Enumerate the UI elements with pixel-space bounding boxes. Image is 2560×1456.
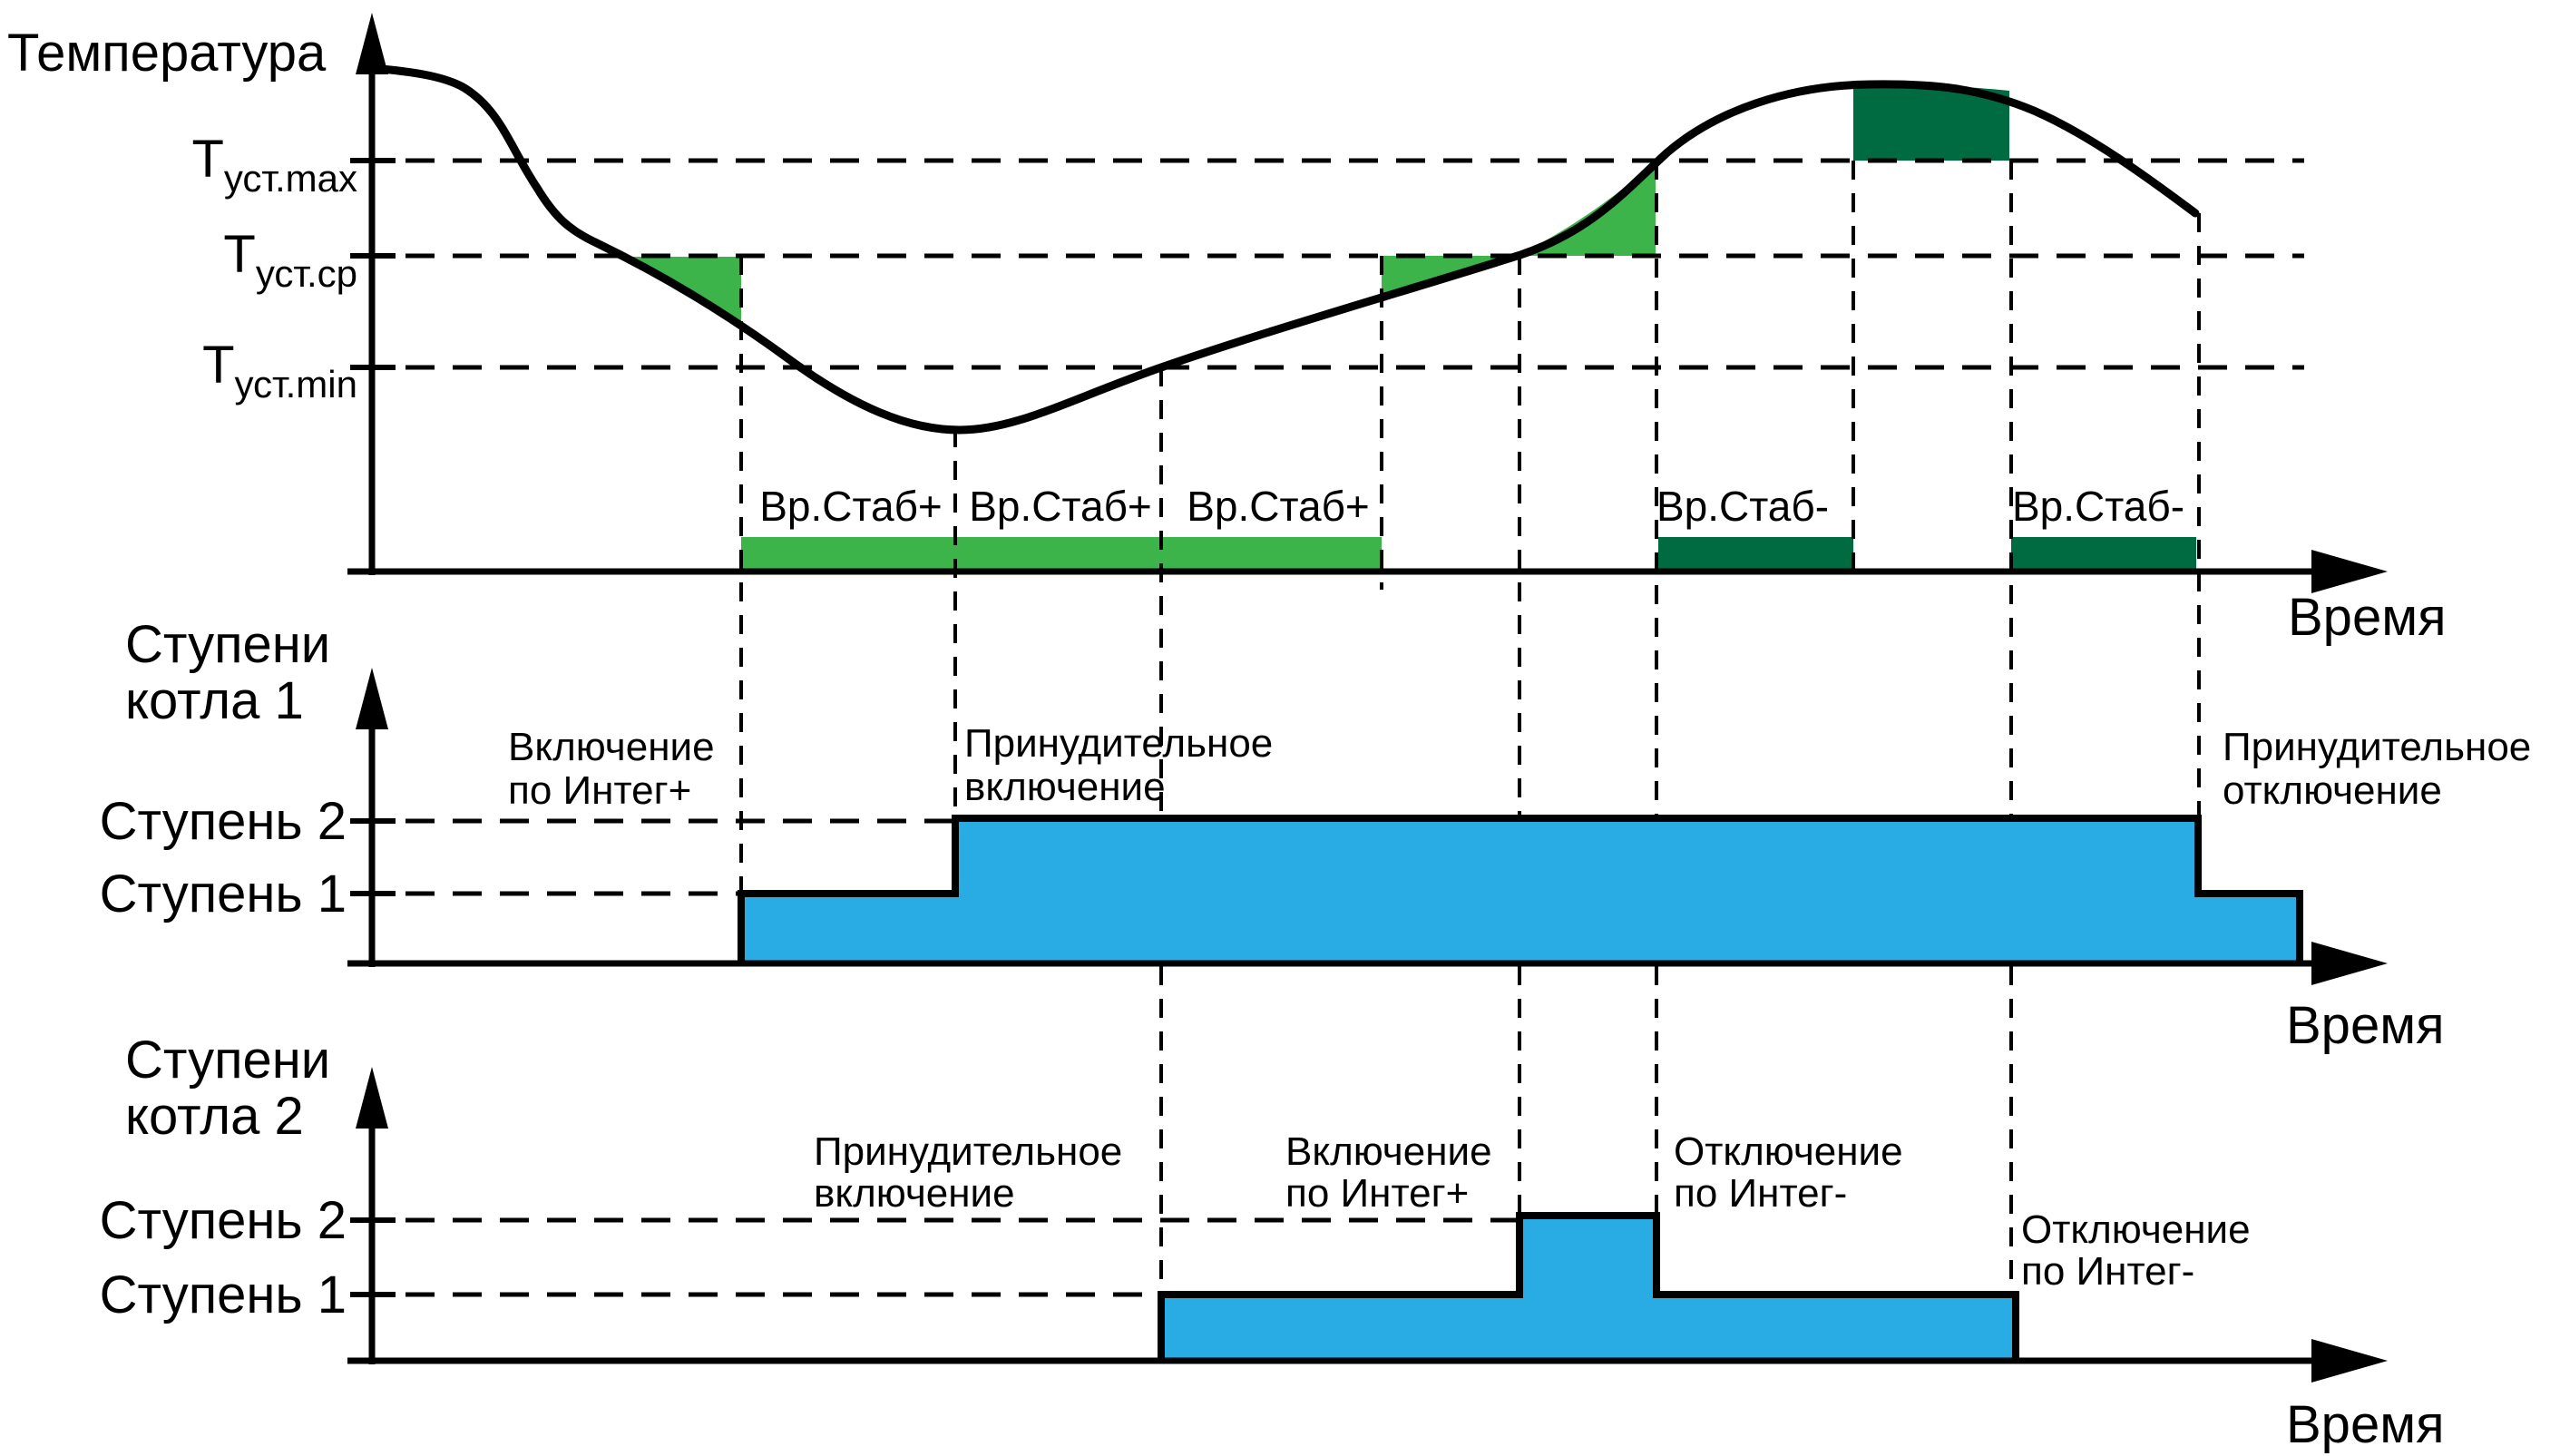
stab-minus-bar-2: [2011, 537, 2196, 570]
boiler2-title-line2: котла 2: [125, 1087, 304, 1146]
boiler1-stage1-label: Ступень 1: [100, 865, 347, 923]
boiler1-annotation-on-integral-line2: по Интег+: [508, 768, 691, 813]
temperature-chart: [350, 84, 2304, 570]
boiler2-time-axis-arrowhead: [2311, 1339, 2388, 1383]
temperature-curve: [367, 64, 2200, 435]
boiler2-stage1-label: Ступень 1: [100, 1265, 347, 1324]
stab-plus-bar: [741, 537, 1382, 570]
stab-plus-area-1: [614, 257, 741, 324]
boiler1-steps-outline: [738, 815, 2303, 963]
boiler1-time-label: Время: [2286, 996, 2444, 1055]
boiler2-annotation-forced-on-line2: включение: [814, 1171, 1015, 1216]
boiler2-annotation-on-integral-line1: Включение: [1285, 1129, 1492, 1174]
temperature-axes: [347, 13, 2388, 593]
stab-minus-bar-1: [1658, 537, 1853, 570]
boiler1-annotation-on-integral-line1: Включение: [508, 725, 715, 769]
boiler1-annotation-forced-off-line2: отключение: [2223, 768, 2442, 813]
stab-minus-label-2: Вр.Стаб-: [2012, 483, 2184, 530]
event-dashed-lines: [739, 161, 2201, 1295]
boiler2-annotation-off-integral1-line1: Отключение: [1674, 1129, 1903, 1174]
stab-plus-area-3: [1517, 161, 1656, 256]
temperature-time-axis-arrowhead: [2311, 550, 2388, 593]
boiler2-annotation-off-integral2-line2: по Интег-: [2021, 1249, 2194, 1294]
boiler2-chart: Ступени котла 2 Ступень 2 Ступень 1 Прин…: [100, 1031, 2445, 1454]
boiler2-stage2-label: Ступень 2: [100, 1191, 347, 1250]
boiler1-time-axis-arrowhead: [2311, 942, 2388, 985]
boiler1-y-axis-arrowhead: [356, 668, 388, 729]
boiler1-title-line2: котла 1: [125, 671, 304, 730]
boiler1-stage2-label: Ступень 2: [100, 792, 347, 851]
setpoint-mid-label: Туст.ср: [223, 225, 357, 295]
temperature-axis-title: Температура: [7, 24, 327, 83]
boiler2-annotation-forced-on-line1: Принудительное: [814, 1129, 1122, 1174]
boiler2-time-label: Время: [2286, 1395, 2444, 1454]
boiler2-steps-outline: [1158, 1212, 2019, 1361]
boiler2-steps-fill: [1161, 1216, 2016, 1361]
boiler2-annotation-off-integral1-line2: по Интег-: [1674, 1171, 1847, 1216]
stab-minus-area: [1853, 84, 2009, 161]
boiler1-steps-fill: [741, 818, 2300, 963]
setpoint-max-label: Туст.max: [191, 130, 357, 200]
temperature-y-axis-arrowhead: [356, 13, 388, 74]
stab-plus-label-2: Вр.Стаб+: [969, 483, 1152, 530]
boiler2-y-axis-arrowhead: [356, 1067, 388, 1129]
boiler1-chart: Ступени котла 1 Ступень 2 Ступень 1 Вклю…: [100, 615, 2532, 1055]
boiler1-annotation-forced-off-line1: Принудительное: [2223, 725, 2531, 769]
boiler2-annotation-off-integral2-line1: Отключение: [2021, 1207, 2251, 1252]
boiler1-title-line1: Ступени: [125, 615, 330, 674]
stab-minus-label-1: Вр.Стаб-: [1656, 483, 1829, 530]
setpoint-min-label: Туст.min: [202, 336, 357, 406]
stab-plus-label-1: Вр.Стаб+: [759, 483, 943, 530]
boiler2-title-line1: Ступени: [125, 1031, 330, 1090]
boiler1-annotation-forced-on-line1: Принудительное: [964, 721, 1273, 766]
temperature-time-label: Время: [2288, 588, 2446, 647]
stab-plus-label-3: Вр.Стаб+: [1187, 483, 1370, 530]
boiler1-annotation-forced-on-line2: включение: [964, 765, 1166, 809]
boiler2-annotation-on-integral-line2: по Интег+: [1285, 1171, 1469, 1216]
